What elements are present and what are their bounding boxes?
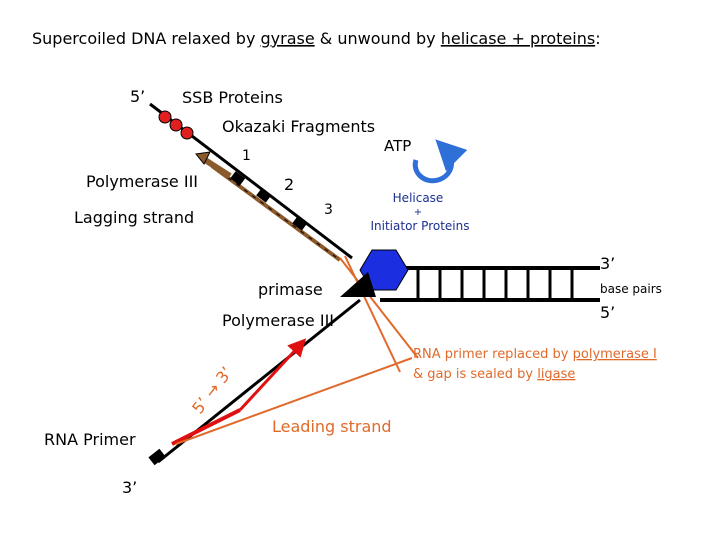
ssb-proteins-label: SSB Proteins <box>182 88 283 107</box>
annotation-line-rna-primer <box>175 357 413 445</box>
polymerase-block-icon <box>256 188 272 203</box>
base-pairs-rungs <box>416 268 574 300</box>
five-prime-label-top: 5’ <box>130 87 145 106</box>
leading-strand-arrow <box>238 338 307 412</box>
initiator-proteins-label: Initiator Proteins <box>371 219 470 233</box>
polymerase-block-icon <box>230 171 246 186</box>
okazaki-arrowhead-icon <box>195 151 211 165</box>
polymerase-block-icon <box>148 448 166 466</box>
gyrase-term: gyrase <box>261 29 315 48</box>
fragment-1-label: 1 <box>242 148 251 164</box>
diagram-title: Supercoiled DNA relaxed by gyrase & unwo… <box>32 29 601 48</box>
helicase-label: Helicase <box>393 191 444 205</box>
base-pairs-label: base pairs <box>600 282 662 296</box>
five-prime-label-right: 5’ <box>600 303 615 322</box>
annotation-line-primase <box>344 255 401 373</box>
primase-triangle-icon <box>340 272 376 297</box>
atp-cycle-arrow-icon <box>412 139 468 184</box>
ssb-protein-icon <box>180 126 194 140</box>
helicase-hexagon-icon <box>359 249 409 291</box>
helicase-plus-label: + <box>414 207 422 218</box>
rna-primer-label: RNA Primer <box>44 430 136 449</box>
helicase-proteins-term: helicase + proteins <box>441 29 595 48</box>
ssb-protein-icon <box>158 110 172 124</box>
three-prime-label-bottom: 3’ <box>122 478 137 497</box>
okazaki-fragment-arrow <box>200 155 232 179</box>
polymerase-iii-bottom-label: Polymerase III <box>222 311 334 330</box>
polymerase-block-icon <box>292 216 308 231</box>
three-prime-label-right: 3’ <box>600 254 615 273</box>
primase-label: primase <box>258 280 323 299</box>
ligase-term: ligase <box>537 367 575 382</box>
five-to-three-label: 5’ → 3’ <box>188 363 236 417</box>
okazaki-fragment-dashes <box>211 165 341 261</box>
fragment-3-label: 3 <box>324 202 333 218</box>
fragment-2-label: 2 <box>284 175 294 194</box>
leading-strand-label: Leading strand <box>272 417 392 436</box>
rna-note-line-2: & gap is sealed by ligase <box>413 367 575 382</box>
okazaki-fragments-label: Okazaki Fragments <box>222 117 375 136</box>
rna-note-line-1: RNA primer replaced by polymerase I <box>413 347 657 362</box>
lagging-strand-label: Lagging strand <box>74 208 194 227</box>
ssb-protein-icon <box>169 118 183 132</box>
polymerase-i-term: polymerase I <box>573 347 657 362</box>
rna-primer-segment <box>171 408 241 446</box>
polymerase-iii-top-label: Polymerase III <box>86 172 198 191</box>
atp-label: ATP <box>384 137 411 155</box>
